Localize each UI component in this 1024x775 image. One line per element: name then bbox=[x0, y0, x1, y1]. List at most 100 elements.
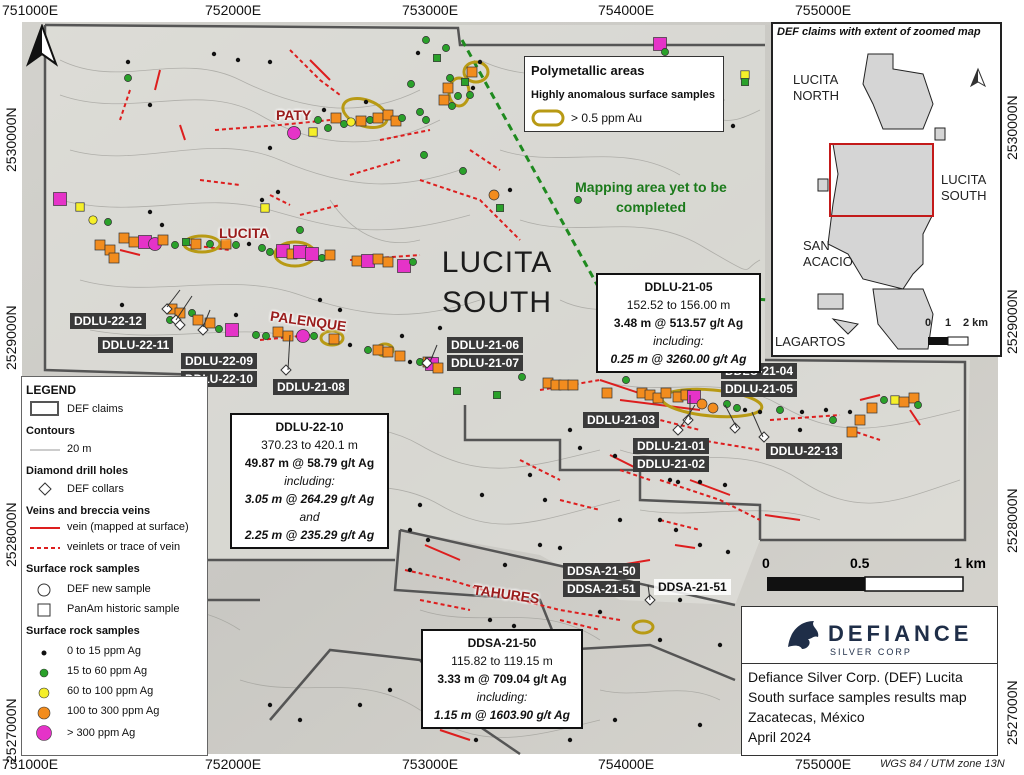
callout-ddlu-21-05-interval: 152.52 to 156.00 m bbox=[626, 298, 731, 312]
sample-point bbox=[667, 477, 673, 483]
sample-point bbox=[574, 196, 582, 204]
sample-point bbox=[675, 479, 681, 485]
sample-point bbox=[407, 567, 413, 573]
sample-point bbox=[417, 502, 423, 508]
sample-point bbox=[511, 623, 517, 629]
sample-point bbox=[442, 44, 450, 52]
title-box: DEFIANCE SILVER CORP Defiance Silver Cor… bbox=[741, 606, 998, 756]
sample-point bbox=[119, 302, 125, 308]
sample-point bbox=[422, 116, 430, 124]
inset-scale-1: 1 bbox=[945, 317, 952, 329]
sample-point bbox=[387, 687, 393, 693]
sample-point bbox=[518, 373, 526, 381]
sample-point bbox=[310, 332, 318, 340]
sample-point bbox=[742, 407, 748, 413]
inset-claims-shapes bbox=[817, 53, 987, 350]
sample-point bbox=[466, 91, 474, 99]
sample-point bbox=[235, 57, 241, 63]
legend-title: LEGEND bbox=[26, 383, 77, 397]
inset-san-acacio: SAN ACACIO bbox=[803, 238, 853, 270]
sample-point bbox=[324, 249, 336, 261]
sample-point bbox=[125, 59, 131, 65]
y-tick-left-0: 2530000N bbox=[3, 107, 19, 172]
legend-range4: 100 to 300 ppm Ag bbox=[67, 705, 160, 717]
sample-point bbox=[147, 102, 153, 108]
sample-point bbox=[192, 314, 204, 326]
legend-veinlet-item: veinlets or trace of vein bbox=[67, 541, 181, 553]
mapping-note-line1: Mapping area yet to be bbox=[575, 179, 727, 195]
sample-point bbox=[108, 252, 120, 264]
sample-point bbox=[232, 241, 240, 249]
sample-point bbox=[502, 562, 508, 568]
sample-point bbox=[297, 717, 303, 723]
x-tick-bottom-0: 751000E bbox=[2, 756, 59, 772]
sample-point bbox=[318, 254, 326, 262]
sample-point bbox=[246, 241, 252, 247]
range1-swatch-icon bbox=[41, 650, 47, 656]
callout-ddlu-22-10: DDLU-22-10 370.23 to 420.1 m 49.87 m @ 5… bbox=[230, 413, 389, 549]
callout-ddsa-21-50-title: DDSA-21-50 bbox=[467, 636, 537, 650]
sample-point bbox=[296, 329, 310, 343]
title-line4: April 2024 bbox=[748, 729, 812, 745]
scale-bar-graphic bbox=[767, 576, 964, 592]
sample-point bbox=[314, 116, 322, 124]
sample-point bbox=[394, 350, 406, 362]
sample-point bbox=[437, 325, 443, 331]
callout-ddlu-22-10-sub1: 3.05 m @ 264.29 g/t Ag bbox=[244, 492, 375, 506]
legend-range3: 60 to 100 ppm Ag bbox=[67, 685, 154, 697]
x-tick-bottom-1: 752000E bbox=[205, 756, 262, 772]
sample-point bbox=[673, 527, 679, 533]
sample-point bbox=[215, 325, 223, 333]
sample-point bbox=[330, 112, 342, 124]
callout-ddlu-21-05-title: DDLU-21-05 bbox=[644, 280, 713, 294]
callout-ddsa-21-50-including: including: bbox=[476, 690, 528, 704]
sample-point bbox=[741, 78, 749, 86]
mapping-note-line2: completed bbox=[615, 199, 686, 215]
sample-point bbox=[453, 387, 461, 395]
sample-point bbox=[372, 344, 384, 356]
sample-point bbox=[622, 376, 630, 384]
y-tick-left-3: 2527000N bbox=[3, 698, 19, 763]
callout-ddsa-21-50-result: 3.33 m @ 709.04 g/t Ag bbox=[437, 672, 567, 686]
sample-point bbox=[267, 702, 273, 708]
sample-point bbox=[267, 59, 273, 65]
sample-point bbox=[293, 245, 307, 259]
scale-bar: 0 0.5 1 km bbox=[762, 555, 994, 600]
sample-point bbox=[190, 238, 202, 250]
sample-point bbox=[657, 517, 663, 523]
callout-ddlu-22-10-sub2: 2.25 m @ 235.29 g/t Ag bbox=[244, 528, 375, 542]
legend-holes-item: DEF collars bbox=[67, 483, 124, 495]
sample-point bbox=[433, 54, 441, 62]
y-tick-left-2: 2528000N bbox=[3, 502, 19, 567]
sample-point bbox=[730, 123, 736, 129]
def-sample-swatch-icon bbox=[37, 583, 51, 597]
sample-point bbox=[757, 409, 763, 415]
hole-label-ddlu-21-06: DDLU-21-06 bbox=[447, 337, 524, 353]
title-line3: Zacatecas, México bbox=[748, 709, 865, 725]
sample-point bbox=[420, 151, 428, 159]
callout-ddlu-21-05-result: 3.48 m @ 513.57 g/t Ag bbox=[613, 316, 744, 330]
sample-point bbox=[211, 51, 217, 57]
inset-map: DEF claims with extent of zoomed map LUC… bbox=[771, 22, 1002, 357]
sample-point bbox=[454, 92, 462, 100]
y-tick-right-1: 2529000N bbox=[1004, 289, 1020, 354]
veins-mapped bbox=[119, 59, 921, 741]
sample-point bbox=[260, 203, 270, 213]
sample-point bbox=[171, 241, 179, 249]
callout-ddlu-22-10-result: 49.87 m @ 58.79 g/t Ag bbox=[244, 456, 375, 470]
legend-range5: > 300 ppm Ag bbox=[67, 727, 136, 739]
title-line2: South surface samples results map bbox=[748, 689, 967, 705]
sample-point bbox=[829, 416, 837, 424]
sample-point bbox=[733, 404, 741, 412]
hole-label-ddlu-22-11: DDLU-22-11 bbox=[98, 337, 174, 353]
sample-point bbox=[282, 330, 294, 342]
callout-ddlu-22-10-interval: 370.23 to 420.1 m bbox=[261, 438, 358, 452]
sample-point bbox=[723, 400, 731, 408]
legend-contours-item: 20 m bbox=[67, 443, 92, 455]
range4-swatch-icon bbox=[37, 706, 51, 720]
y-tick-right-2: 2528000N bbox=[1004, 488, 1020, 553]
inset-lucita-north: LUCITA NORTH bbox=[793, 72, 839, 104]
sample-point bbox=[466, 66, 478, 78]
scale-label-0: 0 bbox=[762, 555, 770, 571]
